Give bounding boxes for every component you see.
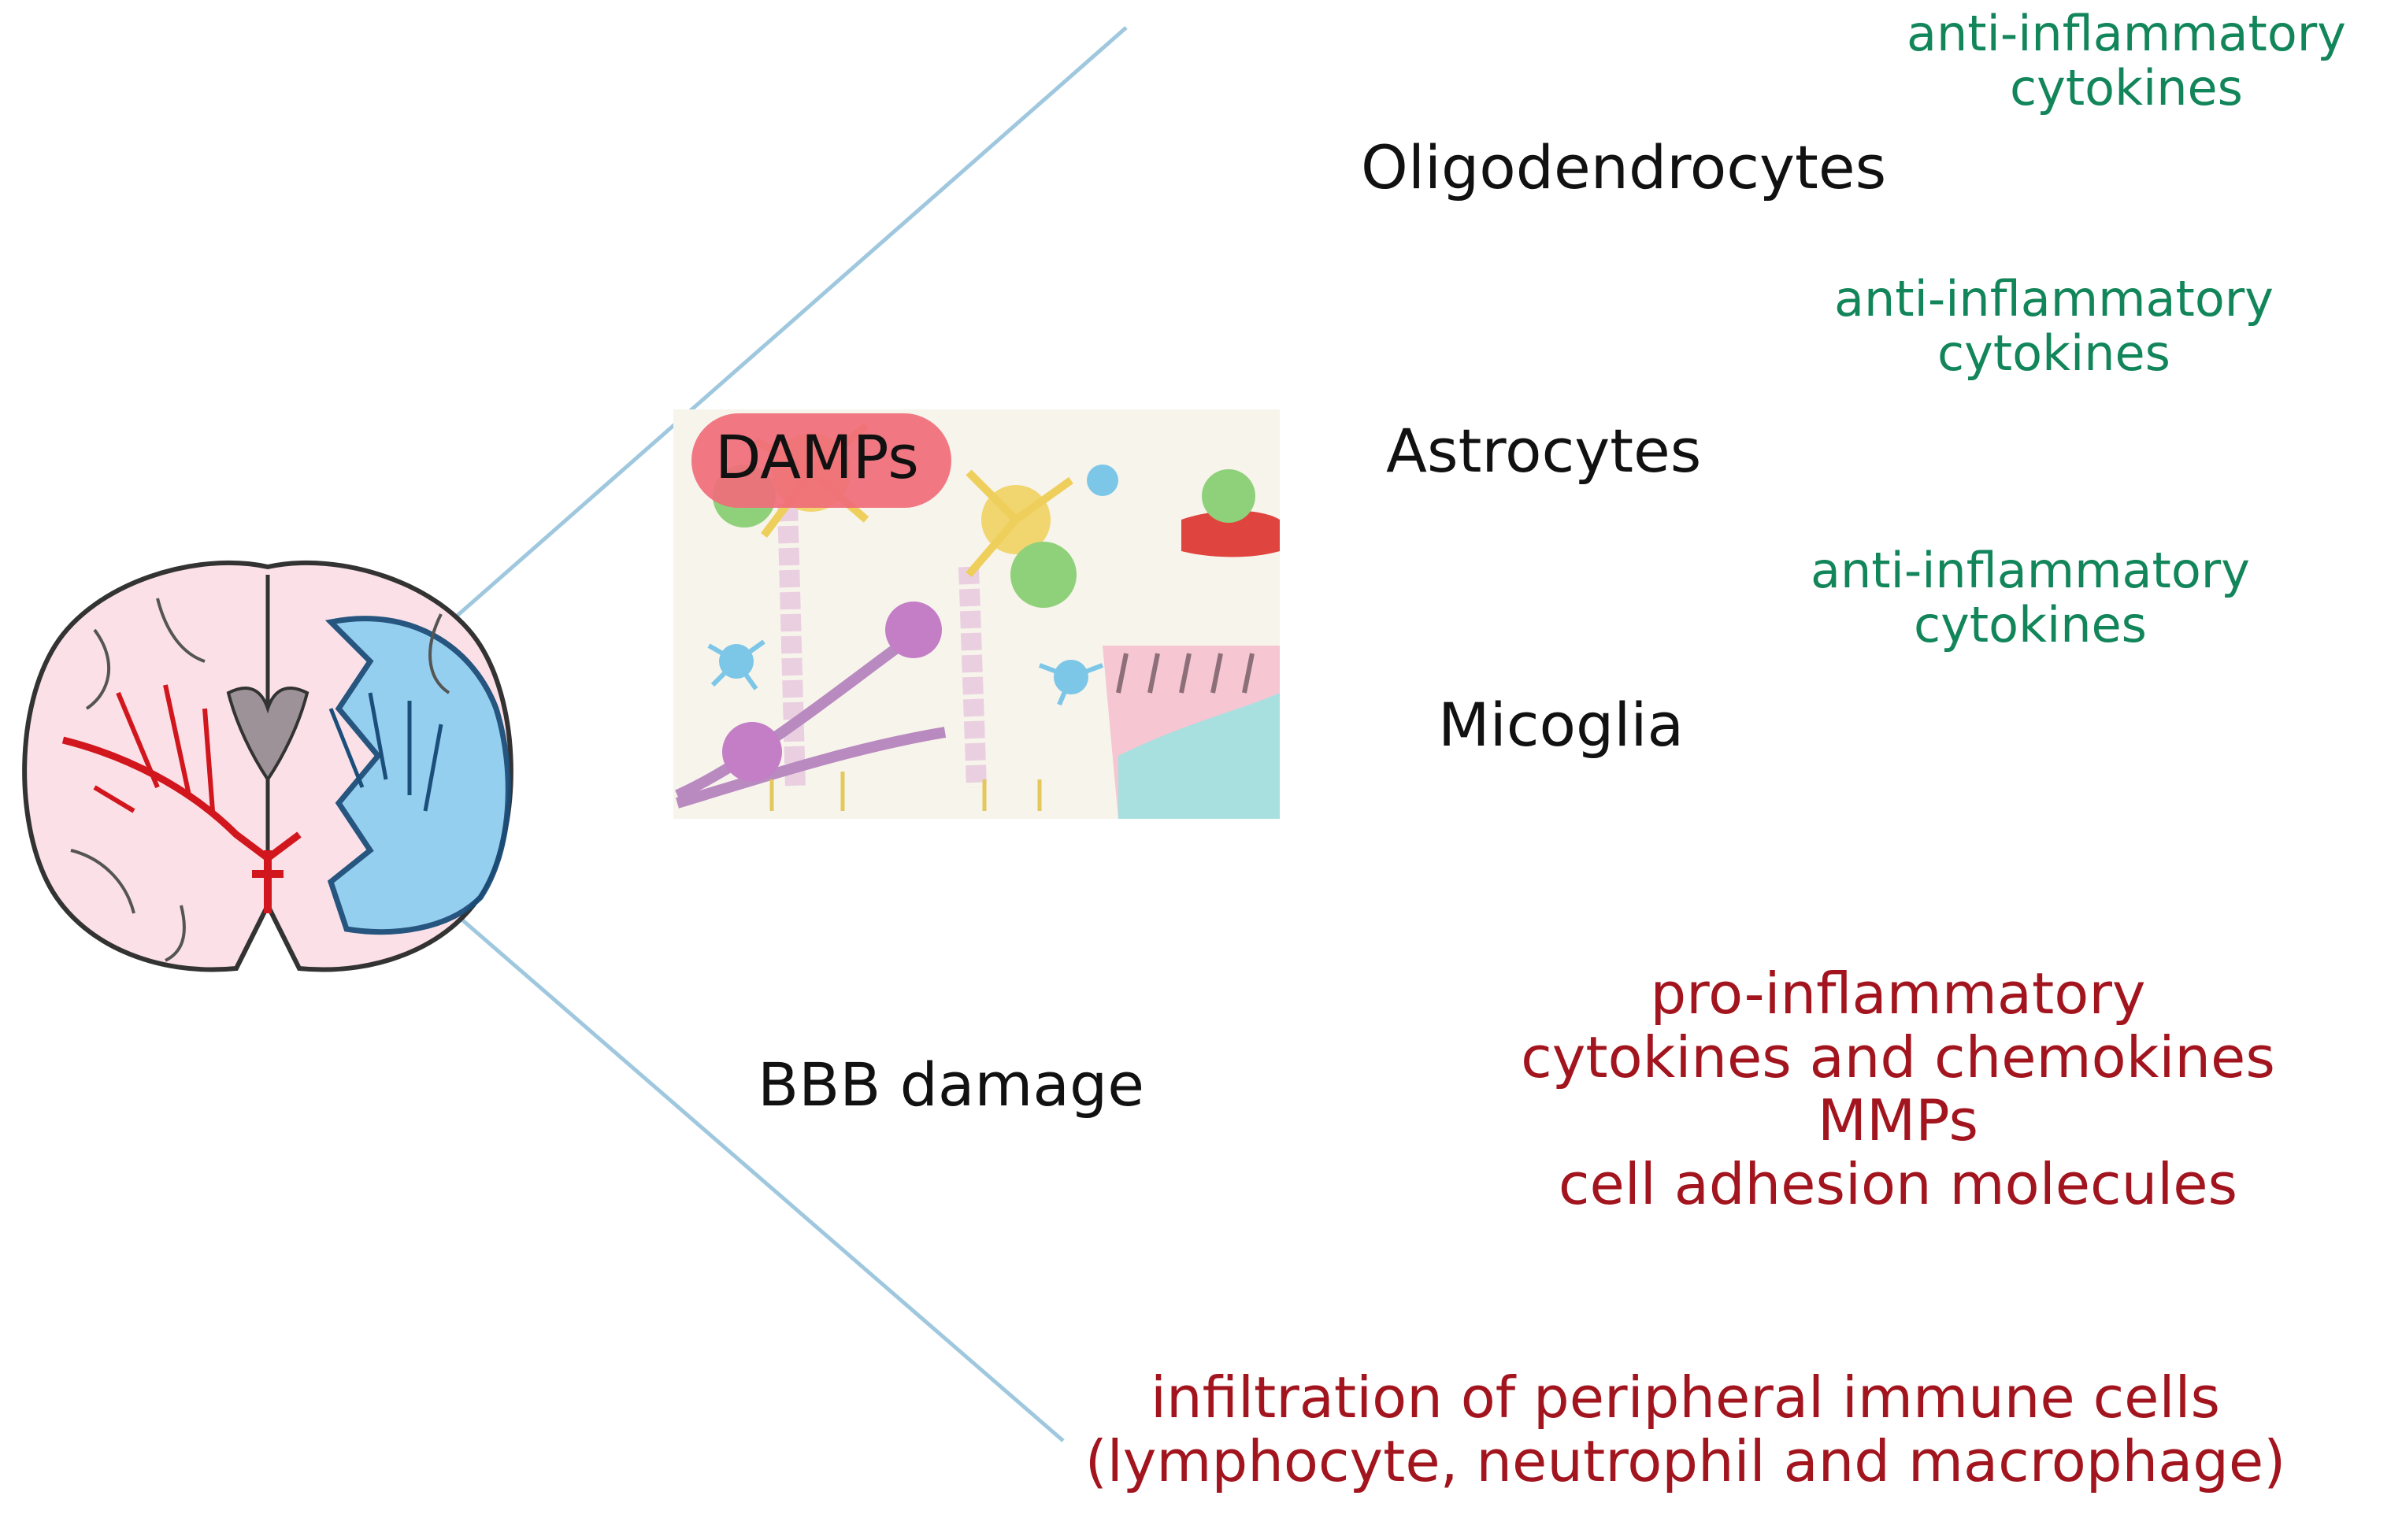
zoom-line-top — [439, 26, 1128, 631]
astrocytes-label: Astrocytes — [1386, 416, 1702, 486]
cytokines-line: cytokines — [2010, 59, 2243, 117]
cytokines-chemokines-line: cytokines and chemokines — [1521, 1024, 2275, 1090]
anti-inflammatory-label-3: anti-inflammatory cytokines — [1810, 543, 2251, 653]
cell-adhesion-line: cell adhesion molecules — [1558, 1150, 2238, 1217]
anti-inflammatory-line: anti-inflammatory — [1834, 270, 2274, 328]
brain-illustration — [22, 560, 513, 972]
anti-inflammatory-line: anti-inflammatory — [1811, 542, 2250, 599]
cytokines-line: cytokines — [1914, 596, 2147, 654]
bbb-damage-label: BBB damage — [758, 1049, 1144, 1120]
damps-badge — [691, 413, 951, 508]
mmps-line: MMPs — [1818, 1087, 1978, 1154]
cytokines-line: cytokines — [1937, 324, 2170, 383]
pro-inflammatory-block: pro-inflammatory cytokines and chemokine… — [1481, 962, 2315, 1216]
zoom-line-bottom — [439, 900, 1065, 1442]
immune-cells-line: (lymphocyte, neutrophil and macrophage) — [1084, 1427, 2286, 1494]
pro-inflammatory-line: pro-inflammatory — [1650, 961, 2146, 1027]
anti-inflammatory-label-1: anti-inflammatory cytokines — [1906, 6, 2347, 116]
microglia-label: Micoglia — [1438, 690, 1685, 760]
anti-inflammatory-label-2: anti-inflammatory cytokines — [1833, 272, 2274, 381]
infiltration-line: infiltration of peripheral immune cells — [1150, 1364, 2220, 1431]
oligodendrocytes-label: Oligodendrocytes — [1361, 132, 1887, 202]
damps-label: DAMPs — [715, 422, 919, 492]
infiltration-block: infiltration of peripheral immune cells … — [1047, 1366, 2323, 1493]
anti-inflammatory-line: anti-inflammatory — [1907, 5, 2346, 62]
